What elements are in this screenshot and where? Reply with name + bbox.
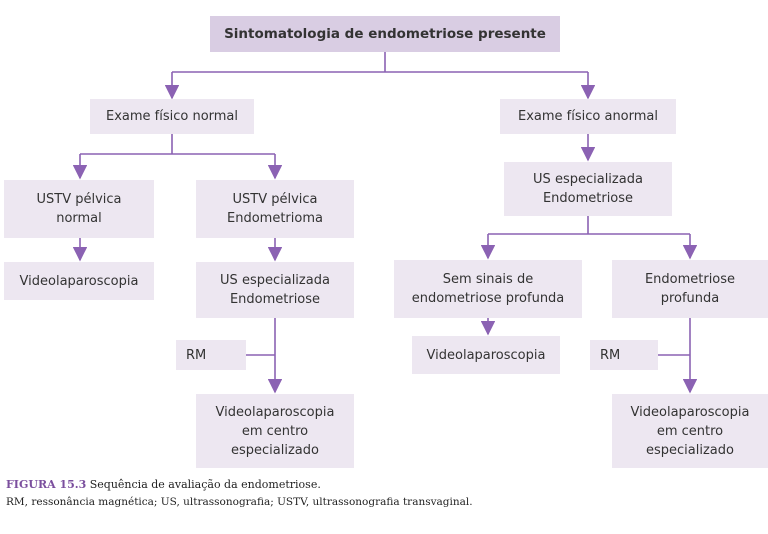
exam-normal-node: Exame físico normal xyxy=(90,99,254,134)
us-left-node: US especializada Endometriose xyxy=(196,262,354,318)
deep-node: Endometriose profunda xyxy=(612,260,768,318)
ustv-endometrioma-node: USTV pélvica Endometrioma xyxy=(196,180,354,238)
root-split-line xyxy=(172,52,588,73)
exam-normal-split-line xyxy=(80,134,275,155)
us-right-split-line xyxy=(488,216,690,235)
no-deep-node: Sem sinais de endometriose profunda xyxy=(394,260,582,318)
root-node: Sintomatologia de endometriose presente xyxy=(210,16,560,52)
figure-abbreviations: RM, ressonância magnética; US, ultrasson… xyxy=(6,496,473,508)
video-mid-node: Videolaparoscopia xyxy=(412,336,560,374)
ustv-normal-node: USTV pélvica normal xyxy=(4,180,154,238)
exam-abnormal-node: Exame físico anormal xyxy=(500,99,676,134)
us-right-node: US especializada Endometriose xyxy=(504,162,672,216)
figure-caption: FIGURA 15.3 Sequência de avaliação da en… xyxy=(6,478,321,491)
video-left-node: Videolaparoscopia xyxy=(4,262,154,300)
figure-label: FIGURA 15.3 xyxy=(6,478,87,491)
video-center-left-node: Videolaparoscopia em centro especializad… xyxy=(196,394,354,468)
rm-left-node: RM xyxy=(176,340,246,370)
rm-right-node: RM xyxy=(590,340,658,370)
figure-title: Sequência de avaliação da endometriose. xyxy=(89,478,321,491)
video-center-right-node: Videolaparoscopia em centro especializad… xyxy=(612,394,768,468)
